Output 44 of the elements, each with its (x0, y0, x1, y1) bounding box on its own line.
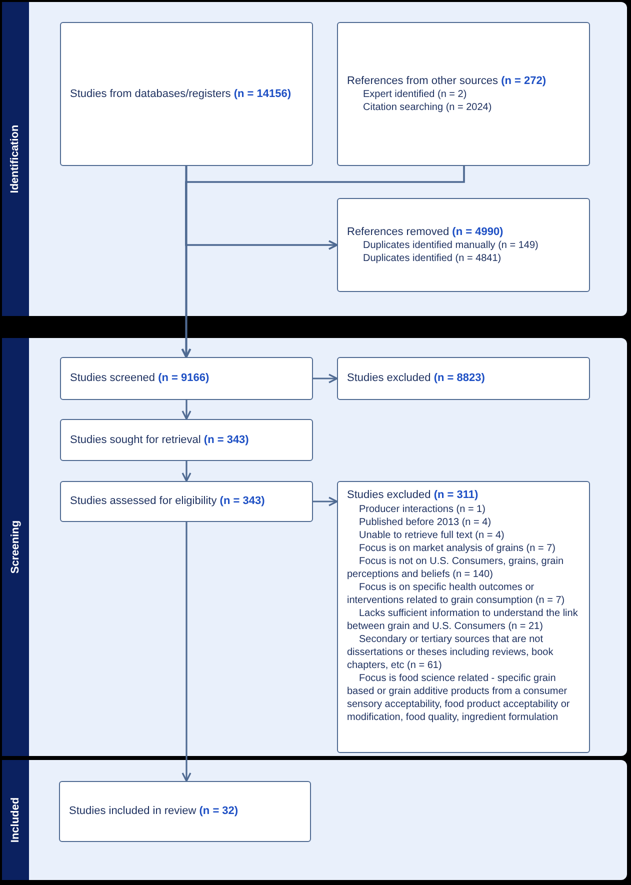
box-heading: Studies excluded (n = 8823) (347, 371, 486, 386)
arrow (182, 166, 192, 358)
process-box (60, 481, 313, 522)
arrow (313, 496, 338, 506)
arrow (181, 166, 465, 358)
box-heading: Studies included in review (n = 32) (69, 804, 240, 819)
box-heading: Studies excluded (n = 311) (347, 488, 480, 503)
phase-panel (2, 760, 627, 880)
arrow (313, 374, 338, 384)
box-item: Lacks sufficient information to understand the link between grain and U.S. Consumers (n = 21) (347, 606, 579, 633)
box-heading: References from other sources (n = 272) (347, 74, 548, 88)
process-box (337, 357, 590, 400)
phase-panel (2, 2, 627, 316)
box-heading: References removed (n = 4990) (347, 224, 504, 240)
process-box (337, 22, 590, 166)
box-item: Focus is on market analysis of grains (n = 7) (358, 542, 556, 555)
box-item: Published before 2013 (n = 4) (358, 516, 492, 529)
arrow (182, 461, 192, 482)
box-heading: Studies screened (n = 9166) (70, 371, 210, 386)
arrow (182, 400, 192, 420)
box-item: Expert identified (n = 2) (362, 88, 468, 102)
box-item: Focus is not on U.S. Consumers, grains, grain perceptions and beliefs (n = 140) (347, 554, 565, 581)
box-item: Duplicates identified (n = 4841) (362, 252, 502, 266)
box-heading: Studies sought for retrieval (n = 343) (70, 432, 250, 448)
phase-panel (2, 338, 627, 756)
box-heading: Studies assessed for eligibility (n = 343) (70, 494, 266, 509)
box-item: Citation searching (n = 2024) (362, 101, 493, 114)
phase-label: Identification (10, 124, 22, 194)
box-item: Duplicates identified manually (n = 149) (362, 239, 540, 252)
box-item: Focus is on specific health outcomes or interventions related to grain consumption (n = 7) (347, 580, 566, 607)
arrow (182, 522, 192, 782)
box-heading: Studies from databases/registers (n = 14156) (70, 86, 292, 102)
process-box (337, 198, 590, 292)
process-box (60, 22, 313, 166)
box-item: Unable to retrieve full text (n = 4) (358, 528, 506, 542)
process-box (60, 357, 313, 400)
box-item: Focus is food science related - specific grain based or grain additive products from a consumer sensory acceptability, food product acceptability or modification, food quality, ingredient formulation (347, 672, 571, 724)
box-item: Producer interactions (n = 1) (358, 502, 486, 516)
phase-label: Included (10, 797, 22, 843)
process-box (337, 481, 590, 753)
phase-label: Screening (10, 520, 22, 574)
process-box (60, 419, 313, 461)
process-box (59, 781, 311, 842)
box-item: Secondary or tertiary sources that are not dissertations or theses including reviews, book chapters, etc (n = 61) (347, 632, 554, 672)
